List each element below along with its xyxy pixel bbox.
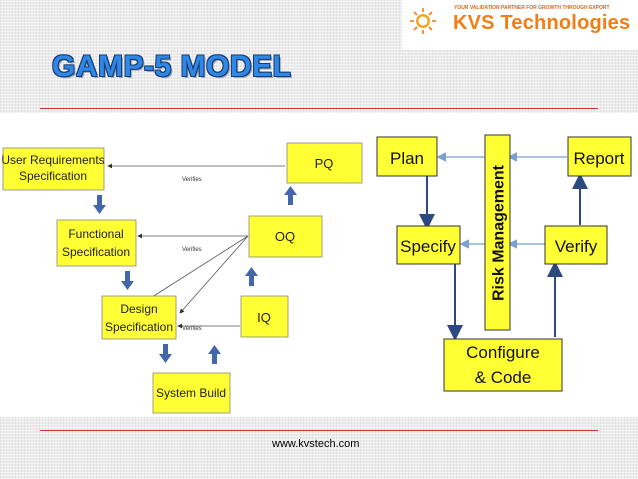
urs-label-1: User Requirements bbox=[1, 153, 104, 167]
specify-box: Specify bbox=[396, 225, 461, 265]
fs-label-2: Specification bbox=[62, 245, 130, 259]
fs-label-1: Functional bbox=[68, 227, 123, 241]
up-arrow-iq-oq bbox=[245, 267, 258, 286]
diagonal-oq-ds-2 bbox=[179, 235, 249, 314]
urs-label-2: Specification bbox=[19, 169, 87, 183]
functional-spec-box: Functional Specification bbox=[56, 219, 137, 267]
risk-management-bar: Risk Management bbox=[484, 134, 511, 331]
iq-box: IQ bbox=[240, 295, 289, 338]
logo-name: KVS Technologies bbox=[453, 12, 631, 34]
gamp-lifecycle-diagram: Plan Report Specify Verify Risk Manageme… bbox=[367, 113, 638, 417]
risk-management-label: Risk Management bbox=[491, 164, 508, 301]
specify-label: Specify bbox=[400, 237, 456, 256]
v-model-canvas: Verifies Verifies Verifies User Requirem… bbox=[1, 142, 363, 414]
plan-box: Plan bbox=[376, 136, 438, 177]
sb-label: System Build bbox=[156, 386, 226, 400]
verify-box: Verify bbox=[544, 225, 608, 265]
sun-icon bbox=[410, 8, 436, 34]
company-logo: YOUR VALIDATION PARTNER FOR GROWTH THROU… bbox=[402, 0, 638, 50]
configure-label-1: Configure bbox=[466, 343, 540, 362]
ds-label-1: Design bbox=[120, 302, 157, 316]
verifies-label-pq: Verifies bbox=[182, 177, 202, 183]
down-arrow-fs-ds bbox=[121, 271, 134, 290]
lifecycle-canvas: Plan Report Specify Verify Risk Manageme… bbox=[376, 134, 632, 392]
oq-label: OQ bbox=[275, 229, 295, 244]
logo-tagline: YOUR VALIDATION PARTNER FOR GROWTH THROU… bbox=[454, 5, 610, 11]
system-build-box: System Build bbox=[152, 372, 231, 414]
configure-label-2: & Code bbox=[475, 368, 532, 387]
design-spec-box: Design Specification bbox=[101, 295, 177, 340]
diagonal-oq-ds-1 bbox=[137, 235, 249, 307]
footer-url[interactable]: www.kvstech.com bbox=[272, 438, 360, 450]
down-arrow-ds-sb bbox=[159, 344, 172, 363]
verifies-label-oq: Verifies bbox=[182, 247, 202, 253]
slide-title: GAMP-5 MODEL bbox=[52, 50, 292, 83]
oq-box: OQ bbox=[248, 215, 323, 258]
gamp-v-model-diagram: Verifies Verifies Verifies User Requirem… bbox=[0, 113, 367, 417]
down-arrow-urs-fs bbox=[93, 195, 106, 214]
ds-label-2: Specification bbox=[105, 320, 173, 334]
footer-divider bbox=[40, 430, 598, 431]
header-divider bbox=[40, 108, 598, 109]
plan-label: Plan bbox=[390, 149, 424, 168]
up-arrow-sb-iq bbox=[208, 345, 221, 364]
verifies-label-iq: Verifies bbox=[182, 326, 202, 332]
verify-label: Verify bbox=[555, 237, 598, 256]
configure-code-box: Configure & Code bbox=[443, 338, 563, 392]
report-box: Report bbox=[567, 136, 632, 177]
urs-box: User Requirements Specification bbox=[1, 147, 105, 191]
iq-label: IQ bbox=[257, 310, 271, 325]
up-arrow-oq-pq bbox=[284, 186, 297, 205]
report-label: Report bbox=[573, 149, 624, 168]
pq-label: PQ bbox=[315, 156, 334, 171]
pq-box: PQ bbox=[286, 142, 363, 184]
